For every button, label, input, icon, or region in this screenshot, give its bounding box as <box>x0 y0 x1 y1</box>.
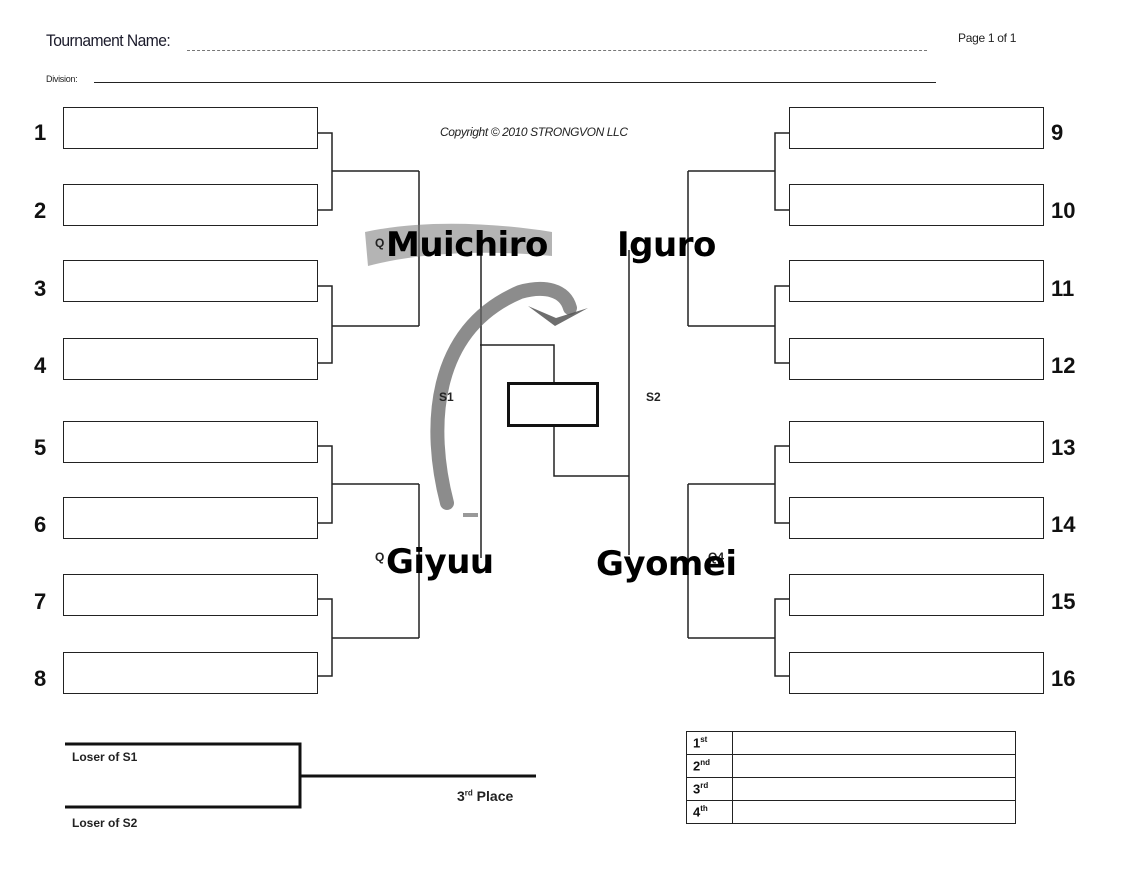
seed-slot-1[interactable] <box>63 107 318 149</box>
seed-number: 13 <box>1051 435 1076 460</box>
placement-rank: 2nd <box>686 754 733 778</box>
arrow-head <box>528 306 588 326</box>
connector-r-9-10 <box>688 132 789 211</box>
third-place-text: Place <box>472 788 514 804</box>
winner-name-bottom-right: Gyomei <box>596 544 737 584</box>
seed-slot-10[interactable] <box>789 184 1044 226</box>
seed-number: 7 <box>34 589 47 614</box>
tournament-name-field[interactable] <box>187 50 927 51</box>
connector-l-3-4 <box>318 285 419 364</box>
seed-number: 9 <box>1051 120 1064 145</box>
seed-number: 5 <box>34 435 47 460</box>
seed-slot-6[interactable] <box>63 497 318 539</box>
placement-rank: 4th <box>686 800 733 824</box>
champion-slot[interactable] <box>507 382 599 427</box>
seed-number: 8 <box>34 666 47 691</box>
seed-number: 2 <box>34 198 47 223</box>
connector-s2-final <box>553 427 629 477</box>
copyright-notice: Copyright © 2010 STRONGVON LLC <box>440 125 628 139</box>
seed-slot-16[interactable] <box>789 652 1044 694</box>
round-label-q1: Q <box>375 236 385 250</box>
division-label: Division: <box>46 74 78 84</box>
connector-r-15-16 <box>688 598 789 677</box>
winner-name-top-right: Iguro <box>617 225 716 265</box>
seed-slot-11[interactable] <box>789 260 1044 302</box>
tournament-name-label: Tournament Name: <box>46 31 171 50</box>
seed-slot-4[interactable] <box>63 338 318 380</box>
placement-name-field[interactable] <box>732 800 1016 824</box>
seed-number: 12 <box>1051 353 1076 378</box>
loser-s1-label: Loser of S1 <box>72 750 138 764</box>
placement-row: 2nd <box>686 754 1016 778</box>
winner-name-top-left: Muichiro <box>386 225 548 265</box>
seed-slot-14[interactable] <box>789 497 1044 539</box>
placement-row: 3rd <box>686 777 1016 801</box>
loser-s2-label: Loser of S2 <box>72 816 138 830</box>
seed-slot-15[interactable] <box>789 574 1044 616</box>
seed-number: 11 <box>1051 276 1075 301</box>
highlight-stroke <box>365 223 552 266</box>
connector-s1-final <box>480 344 555 382</box>
seed-number: 15 <box>1051 589 1076 614</box>
seed-slot-5[interactable] <box>63 421 318 463</box>
round-label-q2: Q <box>375 550 385 564</box>
placement-name-field[interactable] <box>732 731 1016 755</box>
third-place-sup: rd <box>464 788 473 798</box>
curved-arrow <box>430 282 577 510</box>
seed-number: 4 <box>34 353 47 378</box>
connector-l-5-6 <box>318 445 419 524</box>
seed-number: 10 <box>1051 198 1076 223</box>
seed-slot-8[interactable] <box>63 652 318 694</box>
placement-row: 4th <box>686 800 1016 824</box>
seed-slot-9[interactable] <box>789 107 1044 149</box>
seed-slot-3[interactable] <box>63 260 318 302</box>
round-label-s2: S2 <box>646 390 661 404</box>
handwritten-marks <box>365 223 588 517</box>
connector-r-13-14 <box>688 445 789 524</box>
seed-number: 6 <box>34 512 47 537</box>
seed-number: 3 <box>34 276 47 301</box>
round-label-q4: Q4 <box>708 550 725 564</box>
seed-slot-7[interactable] <box>63 574 318 616</box>
page-indicator: Page 1 of 1 <box>958 31 1017 45</box>
winner-name-bottom-left: Giyuu <box>386 542 494 582</box>
connector-l-1-2 <box>318 132 419 211</box>
seed-slot-2[interactable] <box>63 184 318 226</box>
placement-rank: 3rd <box>686 777 733 801</box>
placement-row: 1st <box>686 731 1016 755</box>
third-place-bracket <box>65 742 536 809</box>
seed-slot-12[interactable] <box>789 338 1044 380</box>
seed-slot-13[interactable] <box>789 421 1044 463</box>
seed-number: 1 <box>34 120 47 145</box>
connector-r-11-12 <box>688 285 789 364</box>
placement-rank: 1st <box>686 731 733 755</box>
third-place-num: 3 <box>457 788 465 804</box>
seed-number: 16 <box>1051 666 1076 691</box>
third-place-label: 3rd Place <box>457 788 513 804</box>
placements-table: 1st 2nd 3rd 4th <box>686 731 1016 824</box>
placement-name-field[interactable] <box>732 754 1016 778</box>
connector-l-7-8 <box>318 598 419 677</box>
division-field[interactable] <box>94 82 936 83</box>
seed-number: 14 <box>1051 512 1076 537</box>
placement-name-field[interactable] <box>732 777 1016 801</box>
round-label-s1: S1 <box>439 390 454 404</box>
